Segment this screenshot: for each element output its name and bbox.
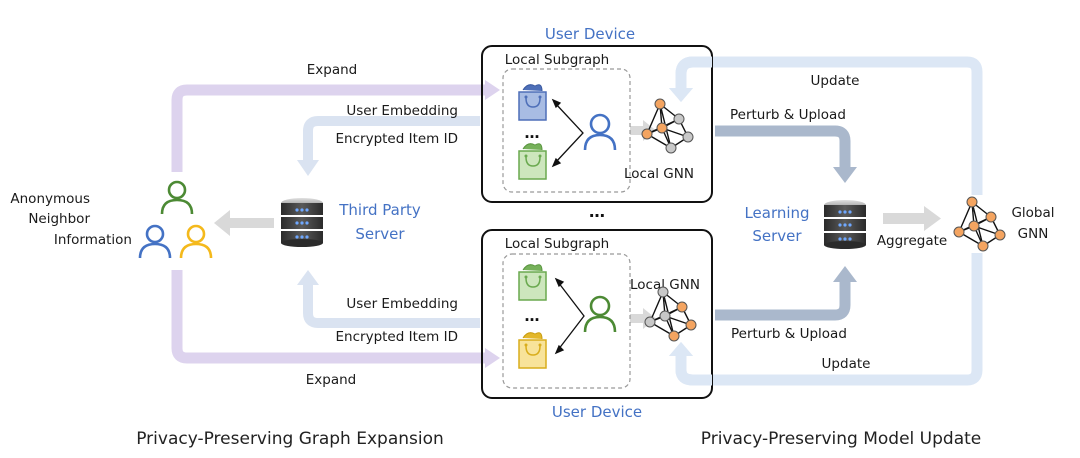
gnn-node <box>654 98 666 110</box>
encrypted-item-label-top: Encrypted Item ID <box>336 131 458 147</box>
local-user-blue-icon <box>583 113 617 151</box>
aggregate-label: Aggregate <box>877 233 947 249</box>
user-device-box-bottom <box>481 229 713 399</box>
gnn-node <box>656 122 668 134</box>
embedding-arrow-bottom <box>297 270 480 328</box>
user-device-title-top: User Device <box>545 25 635 43</box>
expand-arrow-top <box>171 80 500 172</box>
global-gnn-icon <box>953 196 1006 252</box>
update-arrow-bottom-overlay <box>675 356 712 386</box>
user-embedding-label-top: User Embedding <box>346 103 458 119</box>
caption-model-update: Privacy-Preserving Model Update <box>701 429 981 449</box>
expand-arrow-bottom <box>171 270 500 368</box>
learning-server-label-line1: Learning <box>744 204 809 222</box>
neighbor-user-yellow-icon <box>179 224 213 259</box>
interaction-edges-bottom <box>554 277 585 355</box>
gnn-node <box>659 310 671 322</box>
local-subgraph-label-top: Local Subgraph <box>505 52 610 68</box>
local-user-green-icon <box>583 295 617 333</box>
update-label-top: Update <box>811 73 860 89</box>
local-gnn-label-bottom: Local GNN <box>630 277 700 293</box>
global-gnn-label-line2: GNN <box>1018 226 1049 242</box>
gnn-node <box>644 316 656 328</box>
expand-label-top: Expand <box>307 62 358 78</box>
gnn-node <box>657 286 669 298</box>
local-subgraph-label-bottom: Local Subgraph <box>505 236 610 252</box>
perturb-label-bottom: Perturb & Upload <box>731 326 847 342</box>
interaction-edges-top <box>551 98 584 168</box>
gnn-node <box>641 128 653 140</box>
gnn-node <box>673 113 685 125</box>
items-ellipsis-bottom: … <box>525 307 540 325</box>
gnn-node <box>994 229 1006 241</box>
user-embedding-label-bottom: User Embedding <box>346 296 458 312</box>
learning-server-icon <box>824 200 866 249</box>
neighbor-label-line1: Anonymous <box>10 191 90 207</box>
update-label-bottom: Update <box>822 356 871 372</box>
gnn-node <box>676 301 688 313</box>
gnn-node <box>985 211 997 223</box>
neighbor-user-blue-icon <box>138 224 172 259</box>
local-gnn-icon-bottom <box>644 286 697 342</box>
gnn-node <box>953 226 965 238</box>
third-party-to-neighbors-arrow <box>214 210 274 236</box>
local-gnn-icon-top <box>641 98 694 154</box>
gnn-node <box>665 142 677 154</box>
aggregate-arrow <box>883 206 941 231</box>
user-device-title-bottom: User Device <box>552 403 642 421</box>
gnn-node <box>968 220 980 232</box>
devices-ellipsis: … <box>589 202 605 221</box>
upload-arrow-top <box>715 125 857 183</box>
third-party-label-line2: Server <box>355 225 405 243</box>
learning-server-label-line2: Server <box>752 227 802 245</box>
local-subgraph-box-top <box>502 68 631 193</box>
gnn-node <box>682 131 694 143</box>
local-gnn-label-top: Local GNN <box>624 166 694 182</box>
third-party-server-icon <box>281 198 323 247</box>
shopping-bag-green-icon <box>518 143 547 180</box>
embedding-arrow-top <box>297 116 480 176</box>
encrypted-item-label-bottom: Encrypted Item ID <box>336 329 458 345</box>
items-ellipsis-top: … <box>525 124 540 142</box>
gnn-node <box>685 319 697 331</box>
gnn-node <box>668 330 680 342</box>
shopping-bag-green-icon <box>518 264 547 301</box>
shopping-bag-yellow-icon <box>518 332 547 369</box>
neighbor-user-green-icon <box>160 180 194 215</box>
user-device-box-top <box>481 45 713 203</box>
perturb-label-top: Perturb & Upload <box>730 107 846 123</box>
neighbor-label-line2: Neighbor <box>28 211 90 227</box>
gnn-node <box>977 240 989 252</box>
neighbor-label-line3: Information <box>54 232 132 248</box>
shopping-bag-blue-icon <box>518 84 547 121</box>
upload-arrow-bottom <box>715 266 857 321</box>
third-party-label-line1: Third Party <box>338 201 421 219</box>
caption-graph-expansion: Privacy-Preserving Graph Expansion <box>136 429 444 449</box>
gnn-node <box>966 196 978 208</box>
expand-label-bottom: Expand <box>306 372 357 388</box>
local-subgraph-box-bottom <box>502 253 631 389</box>
update-arrow-top-overlay <box>675 56 712 88</box>
global-gnn-label-line1: Global <box>1011 205 1054 221</box>
